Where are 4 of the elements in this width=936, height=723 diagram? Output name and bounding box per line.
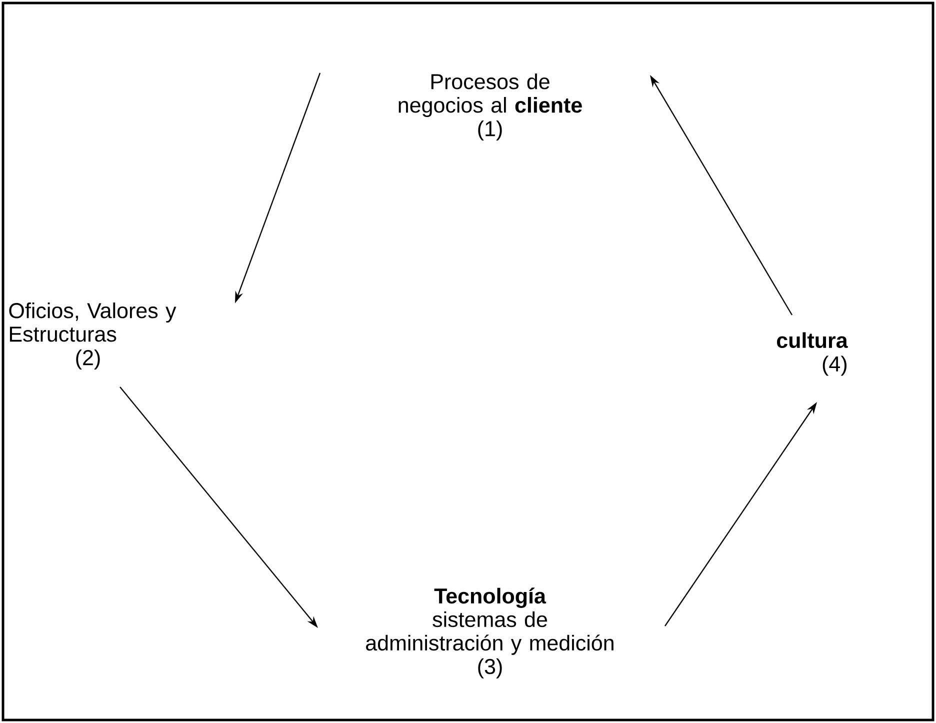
- text-label: Procesos de negocios al cliente (1): [398, 74, 582, 141]
- text-label: Oficios, Valores y Estructuras (2): [9, 302, 176, 370]
- text-label: Tecnología sistemas de administración y medición (3): [366, 588, 614, 678]
- text-label: cultura (4): [776, 332, 848, 376]
